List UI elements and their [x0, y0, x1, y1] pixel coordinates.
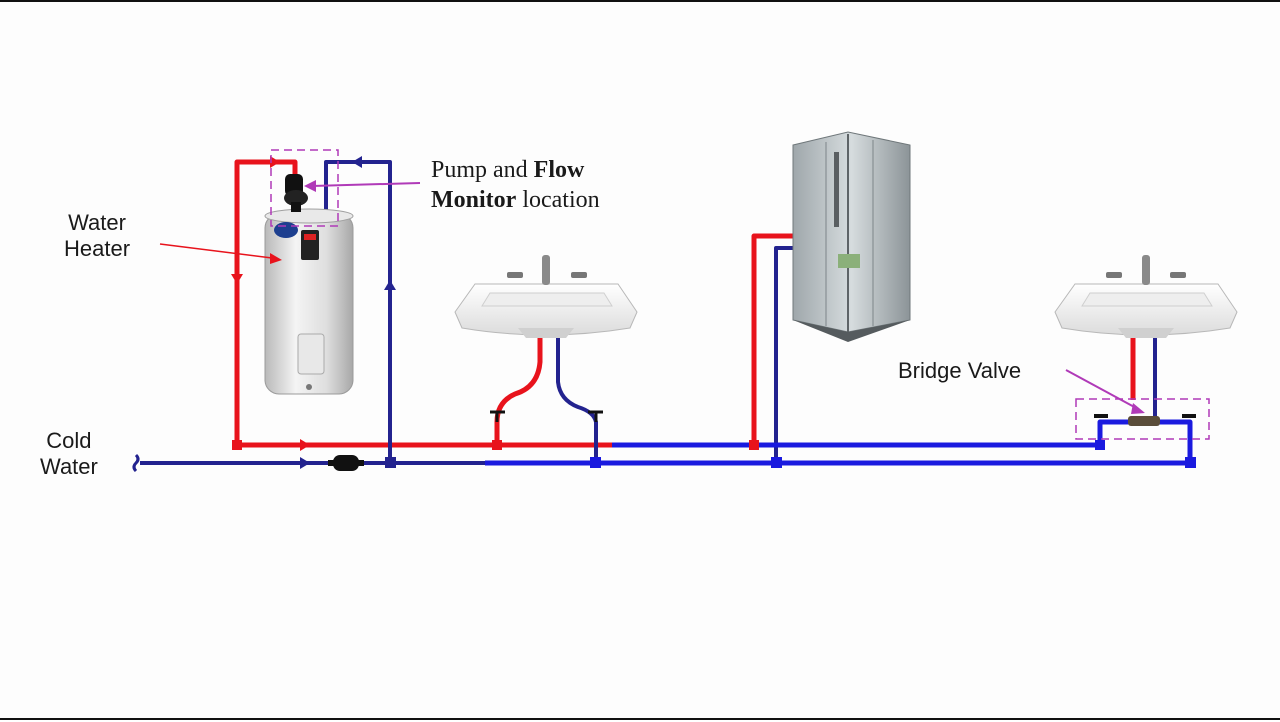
cold-water-label-line2: Water: [40, 454, 98, 480]
water-heater-label: Water Heater: [64, 210, 130, 263]
pump-flow-monitor-label: Pump and Flow Monitor location: [431, 155, 600, 215]
monitor-label-bold: Monitor: [431, 187, 517, 213]
sink-stop-valves: [490, 410, 603, 422]
sink-icon: [454, 255, 638, 338]
cold-water-main: [485, 419, 1193, 466]
hot-water-line: [234, 159, 1136, 448]
cold-water-label-line1: Cold: [46, 428, 92, 453]
shower-stall-icon: [792, 131, 911, 342]
location-label-text: location: [516, 187, 600, 213]
bridge-valve-icon: [1094, 414, 1196, 426]
water-heater-label-line1: Water: [68, 210, 126, 235]
check-valve-icon: [328, 455, 364, 471]
pump-icon: [284, 174, 308, 212]
pump-label-text: Pump and: [431, 157, 534, 183]
water-heater-icon: [264, 208, 354, 395]
callout-boxes: [270, 149, 1210, 440]
return-water-flow-arrows: [300, 156, 396, 469]
hot-water-flow-arrows: [231, 156, 310, 451]
flow-label-bold: Flow: [533, 157, 585, 183]
cold-water-label: Cold Water: [40, 428, 98, 481]
water-heater-label-line2: Heater: [64, 236, 131, 262]
sink-icon-2: [1054, 255, 1238, 338]
callout-arrows: [159, 180, 1145, 414]
pipe-tee-fittings: [232, 440, 1196, 468]
bridge-valve-label: Bridge Valve: [898, 358, 1022, 383]
